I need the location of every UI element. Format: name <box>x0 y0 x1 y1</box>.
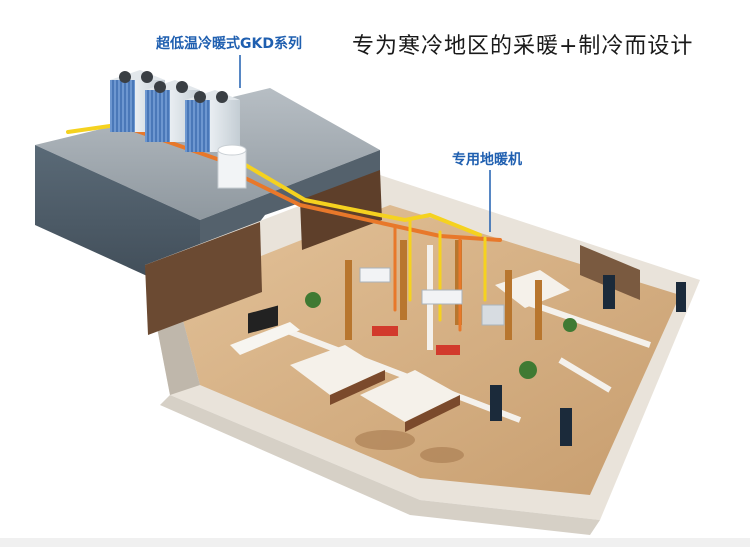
heat-pump-outdoor-unit-icon <box>185 90 240 152</box>
indoor-units <box>359 267 505 355</box>
outdoor-unit-callout: 超低温冷暖式GKD系列 <box>156 36 302 52</box>
tv-3 <box>603 275 615 309</box>
bed-3 <box>495 270 570 308</box>
bed-2 <box>360 370 460 432</box>
outdoor-units <box>110 70 240 152</box>
indoor-unit-callout: 专用地暖机 <box>452 152 522 168</box>
bed-1 <box>290 345 385 405</box>
feature-walls <box>145 170 640 335</box>
floor-heating-unit-icon <box>359 267 391 283</box>
tv-5 <box>676 282 686 312</box>
sofa <box>230 322 300 355</box>
bottom-band <box>0 538 750 547</box>
plants <box>305 292 577 379</box>
floor-heating-unit-icon <box>421 289 463 305</box>
tv-1 <box>248 305 278 334</box>
rugs <box>355 430 464 463</box>
water-tank-icon <box>217 144 247 189</box>
tv-4 <box>560 408 572 446</box>
tv-2 <box>490 385 502 421</box>
furniture <box>230 270 686 463</box>
page-headline: 专为寒冷地区的采暖+制冷而设计 <box>352 34 694 59</box>
callout-lines <box>239 55 491 232</box>
floor-heating-unit-icon <box>481 304 505 326</box>
radiator-red <box>372 326 398 336</box>
radiator-red <box>436 345 460 355</box>
